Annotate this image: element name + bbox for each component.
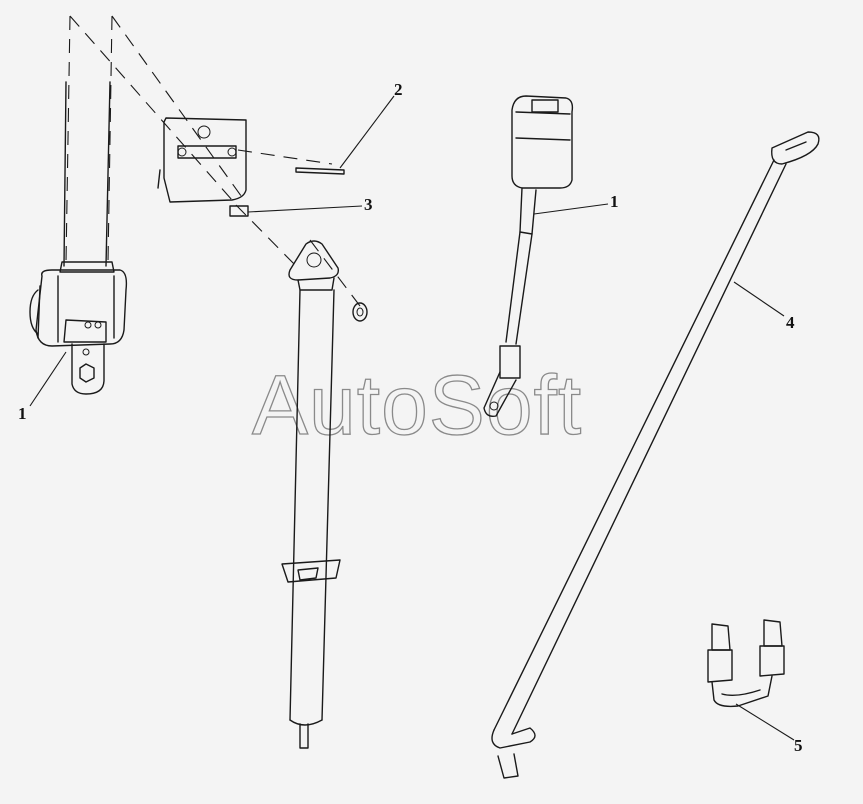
- assembly-dash-lines: [65, 15, 361, 307]
- callout-spacer: 3: [364, 195, 373, 214]
- anchor-bracket-part: [157, 117, 345, 203]
- callout-buckle-assembly: 1: [610, 192, 619, 211]
- callout-double-buckle: 5: [794, 736, 803, 755]
- callout-pin: 2: [394, 80, 403, 99]
- lap-strap-part: [491, 131, 820, 779]
- callout-lap-strap: 4: [786, 313, 795, 332]
- buckle-assembly-part: [483, 95, 574, 418]
- leader-lines: [29, 95, 795, 741]
- spacer-part: [229, 205, 249, 217]
- shoulder-belt-part: [281, 240, 368, 749]
- watermark-text: AutoSoft: [252, 358, 582, 452]
- callout-retractor: 1: [18, 404, 27, 423]
- double-buckle-part: [707, 619, 785, 708]
- retractor-part: [29, 81, 128, 395]
